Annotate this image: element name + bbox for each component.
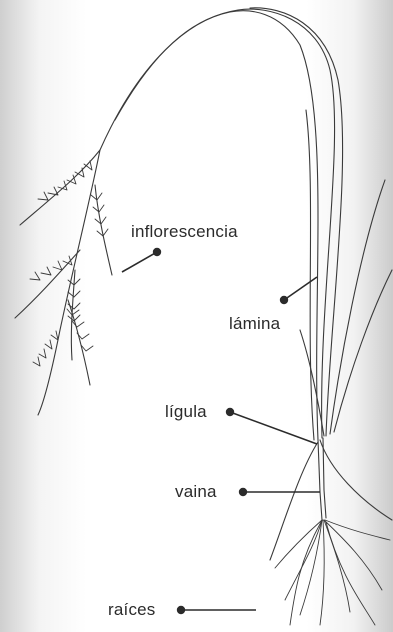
stem (318, 438, 326, 520)
callout-inflorescence (122, 248, 161, 272)
blade-label: lámina (229, 314, 280, 334)
callout-ligule (226, 408, 317, 444)
leaf-blades (100, 8, 392, 560)
sheath-label: vaina (175, 482, 217, 502)
callout-sheath (239, 488, 320, 496)
callout-roots (177, 606, 256, 614)
callout-blade (280, 277, 317, 304)
roots-label: raíces (108, 600, 156, 620)
roots (275, 520, 390, 625)
inflorescence-axis (15, 150, 112, 415)
ligule-label: lígula (165, 402, 207, 422)
inflorescence-label: inflorescencia (131, 222, 238, 242)
